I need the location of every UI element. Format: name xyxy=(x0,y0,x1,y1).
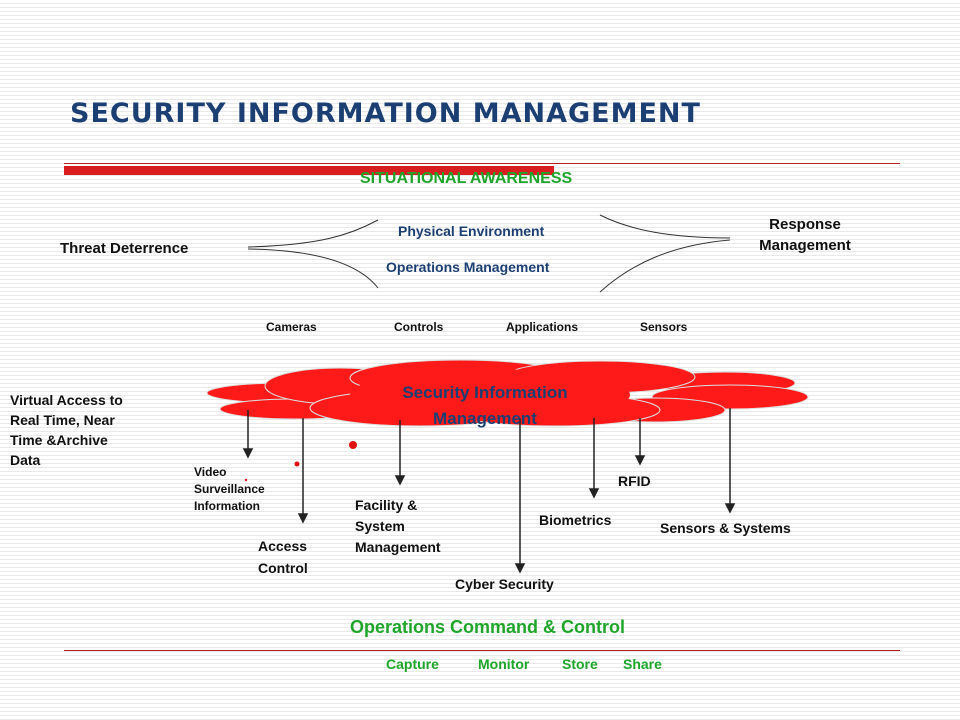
physical-environment-label: Physical Environment xyxy=(398,223,545,239)
red-dots xyxy=(244,441,357,482)
output-biometrics: Biometrics xyxy=(539,512,612,528)
output-rfid: RFID xyxy=(618,473,651,489)
category-applications: Applications xyxy=(506,320,579,334)
right-upper-curve xyxy=(599,214,731,239)
response-management-label: Response Management xyxy=(759,216,851,254)
right-lower-curve xyxy=(599,239,731,293)
footer-share: Share xyxy=(623,656,662,672)
footer-monitor: Monitor xyxy=(478,656,530,672)
left-upper-curve xyxy=(247,219,379,248)
ops-command-label: Operations Command & Control xyxy=(350,617,626,637)
page-title: SECURITY INFORMATION MANAGEMENT xyxy=(70,98,701,129)
cloud-shape xyxy=(206,359,809,427)
operations-management-label: Operations Management xyxy=(386,259,550,275)
bottom-divider xyxy=(64,650,900,651)
top-divider xyxy=(64,163,900,164)
accent-bar xyxy=(64,166,554,175)
category-controls: Controls xyxy=(394,320,444,334)
output-cyber-security: Cyber Security xyxy=(455,576,554,592)
footer-store: Store xyxy=(562,656,598,672)
output-facility-management: Facility & System Management xyxy=(355,497,441,555)
threat-deterrence-label: Threat Deterrence xyxy=(60,240,189,257)
footer-capture: Capture xyxy=(386,656,439,672)
left-lower-curve xyxy=(247,248,379,289)
virtual-access-label: Virtual Access to Real Time, Near Time &… xyxy=(10,392,123,468)
output-arrows xyxy=(242,408,736,574)
category-sensors: Sensors xyxy=(640,320,688,334)
output-sensors-systems: Sensors & Systems xyxy=(660,520,791,536)
cloud-label: Security Information Management xyxy=(402,383,568,428)
output-access-control: Access Control xyxy=(258,538,308,576)
category-cameras: Cameras xyxy=(266,320,317,334)
situational-awareness-label: SITUATIONAL AWARENESS xyxy=(360,170,573,187)
output-video-surveillance: Video Surveillance Information xyxy=(194,465,265,513)
